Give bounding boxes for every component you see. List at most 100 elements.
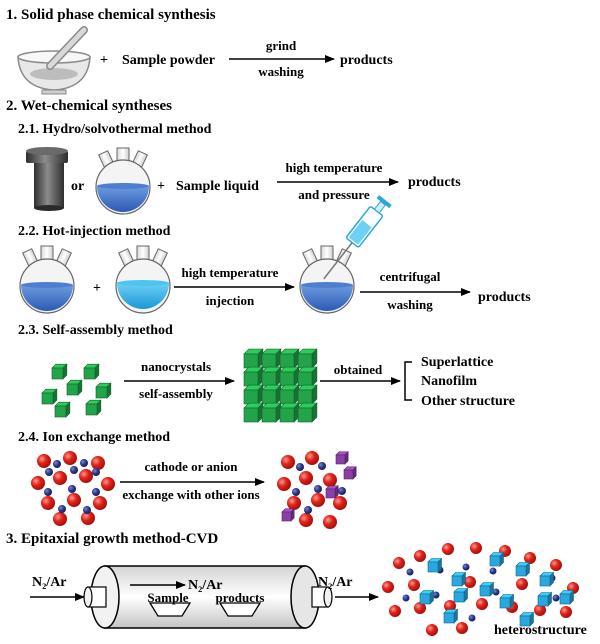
obtained-label: obtained bbox=[334, 362, 383, 377]
heterostructure-cube bbox=[453, 587, 469, 603]
anion-ball bbox=[552, 594, 560, 602]
lattice-cube bbox=[297, 348, 318, 369]
heterostructure-cube bbox=[559, 589, 575, 605]
nanocrystal-cube bbox=[51, 363, 68, 380]
high-temperature-label: high temperature bbox=[286, 160, 383, 175]
exchanged-ion-cube bbox=[325, 485, 339, 499]
cation-ball bbox=[281, 455, 295, 469]
cation-ball bbox=[79, 469, 93, 483]
nanofilm-label: Nanofilm bbox=[421, 374, 477, 389]
cvd-tube-furnace bbox=[83, 565, 333, 629]
nanocrystals-label: nanocrystals bbox=[141, 359, 211, 374]
cation-ball bbox=[464, 576, 476, 588]
products-boat bbox=[218, 602, 262, 617]
cation-ball bbox=[311, 493, 325, 507]
three-neck-flask-icon bbox=[299, 245, 355, 314]
cation-ball bbox=[524, 552, 536, 564]
heterostructure-label: heterostructure bbox=[494, 623, 587, 638]
anion-ball bbox=[58, 505, 66, 513]
cation-ball bbox=[31, 476, 45, 490]
section-2-2-title: 2.2. Hot-injection method bbox=[18, 224, 171, 239]
anion-ball bbox=[318, 462, 326, 470]
cation-ball bbox=[63, 451, 77, 465]
high-temperature-label: high temperature bbox=[182, 265, 279, 280]
plus-sign: + bbox=[157, 179, 165, 194]
cation-ball bbox=[560, 606, 572, 618]
superlattice bbox=[243, 348, 318, 423]
anion-ball bbox=[68, 485, 76, 493]
nanocrystal-cube bbox=[41, 388, 58, 405]
cation-ball bbox=[299, 513, 313, 527]
cation-ball bbox=[81, 511, 95, 525]
cation-ball bbox=[305, 451, 319, 465]
cation-ball bbox=[101, 477, 115, 491]
cation-ball bbox=[277, 477, 291, 491]
superlattice-label: Superlattice bbox=[421, 355, 493, 370]
exchanged-ion-cube bbox=[335, 451, 349, 465]
lattice-cube bbox=[243, 402, 264, 423]
anion-ball bbox=[314, 485, 322, 493]
three-neck-flask-icon bbox=[115, 245, 171, 314]
sample-label: Sample bbox=[147, 590, 188, 605]
section-2-3-title: 2.3. Self-assembly method bbox=[18, 323, 173, 338]
self-assembly-label: self-assembly bbox=[139, 386, 213, 401]
cation-ball bbox=[93, 496, 107, 510]
lattice-cube bbox=[279, 366, 300, 387]
heterostructure-cube bbox=[515, 561, 531, 577]
anion-ball bbox=[80, 459, 88, 467]
section-2-4-title: 2.4. Ion exchange method bbox=[18, 430, 170, 445]
anion-ball bbox=[468, 614, 476, 622]
cation-ball bbox=[382, 581, 394, 593]
heterostructure-cube bbox=[489, 551, 505, 567]
lattice-cube bbox=[261, 384, 282, 405]
anion-ball bbox=[296, 463, 304, 471]
products-label: products bbox=[340, 53, 393, 68]
anion-ball bbox=[70, 466, 78, 474]
cation-ball bbox=[37, 454, 51, 468]
anion-ball bbox=[44, 488, 52, 496]
cation-ball bbox=[53, 512, 67, 526]
exchanged-ion-cube bbox=[281, 508, 295, 522]
lattice-cube bbox=[243, 366, 264, 387]
anion-ball bbox=[492, 588, 500, 596]
pressure-label: and pressure bbox=[298, 187, 370, 202]
heterostructure-cube bbox=[519, 611, 535, 627]
plus-sign: + bbox=[93, 281, 101, 296]
washing-label: washing bbox=[258, 64, 304, 79]
cathode-anion-label: cathode or anion bbox=[145, 459, 239, 474]
ion-cluster-after bbox=[277, 451, 357, 529]
cation-ball bbox=[91, 456, 105, 470]
nanocrystal-cube bbox=[54, 401, 71, 418]
anion-ball bbox=[53, 460, 61, 468]
lattice-cube bbox=[243, 348, 264, 369]
anion-ball bbox=[304, 506, 312, 514]
lattice-cube bbox=[279, 402, 300, 423]
cation-ball bbox=[299, 471, 313, 485]
anion-ball bbox=[92, 488, 100, 496]
cation-ball bbox=[389, 605, 401, 617]
gas-flow-label: N₂/Ar bbox=[188, 578, 223, 593]
other-structure-label: Other structure bbox=[421, 394, 515, 409]
plus-sign: + bbox=[100, 53, 108, 68]
cation-ball bbox=[53, 471, 67, 485]
cation-ball bbox=[414, 550, 426, 562]
cation-ball bbox=[426, 624, 438, 636]
anion-ball bbox=[45, 468, 53, 476]
cation-ball bbox=[550, 559, 562, 571]
sample-liquid-label: Sample liquid bbox=[176, 179, 259, 194]
cation-ball bbox=[287, 496, 301, 510]
washing-label: washing bbox=[387, 297, 433, 312]
autoclave-icon bbox=[26, 147, 68, 211]
section-3-title: 3. Epitaxial growth method-CVD bbox=[6, 531, 218, 547]
heterostructure-cube bbox=[537, 591, 553, 607]
gas-outlet-label: N₂/Ar bbox=[318, 575, 353, 590]
lattice-cube bbox=[243, 384, 264, 405]
anion-ball bbox=[432, 591, 440, 599]
cation-ball bbox=[476, 598, 488, 610]
heterostructure-cluster bbox=[382, 542, 579, 636]
grind-label: grind bbox=[266, 38, 297, 53]
or-label: or bbox=[71, 179, 84, 194]
anion-ball bbox=[338, 487, 346, 495]
anion-ball bbox=[402, 594, 410, 602]
